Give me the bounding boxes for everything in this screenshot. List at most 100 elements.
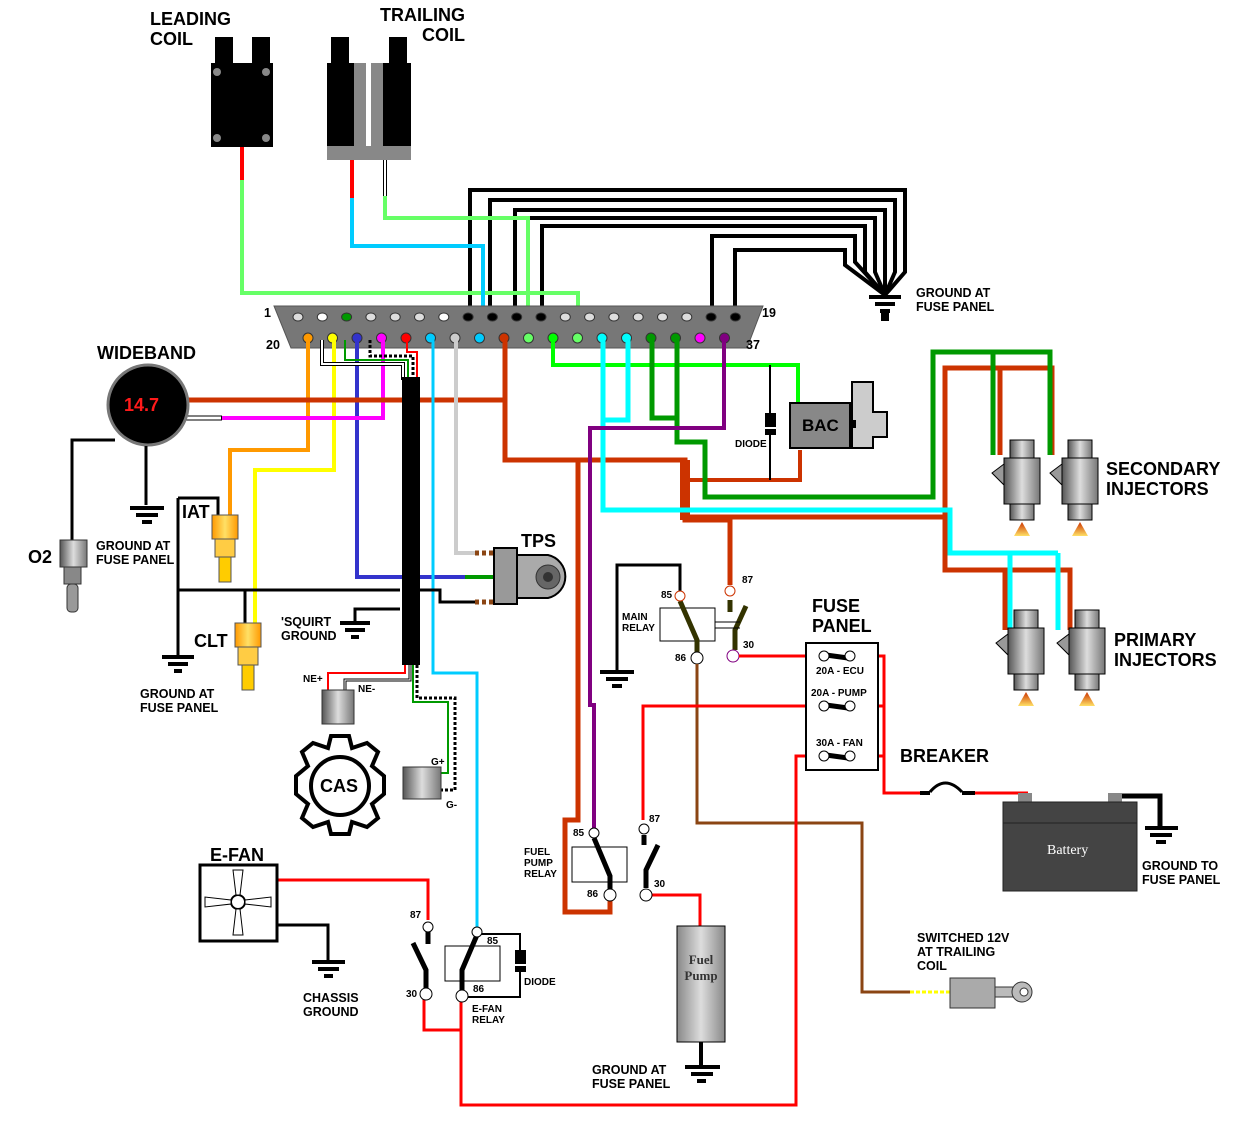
fuel-relay-pin-87: 87	[649, 814, 661, 825]
connector-pins-top	[292, 312, 741, 322]
wire-cas-bundle-shield	[368, 340, 415, 380]
connector-pin	[414, 312, 425, 322]
ne-minus-label: NE-	[358, 684, 376, 695]
connector-pin	[365, 312, 377, 322]
o2-label: O2	[28, 547, 53, 567]
iat-sensor	[211, 514, 239, 583]
connector-pin	[486, 312, 498, 322]
leading-coil	[211, 37, 273, 147]
battery-label: Battery	[1047, 843, 1089, 858]
tps-sensor	[493, 547, 567, 605]
fuse	[818, 700, 856, 712]
tps-label: TPS	[521, 531, 557, 551]
fuel-injector	[995, 609, 1045, 706]
fuel-relay-pin-30: 30	[654, 879, 666, 890]
efan-diode-label: DIODE	[524, 977, 556, 988]
fuel-injector	[1049, 439, 1099, 536]
wire-yellow-clt	[253, 340, 336, 625]
switched-12v-label: SWITCHED 12V AT TRAILING COIL	[917, 931, 1010, 973]
fuse-ecu-label: 20A - ECU	[816, 666, 864, 677]
fuse	[818, 750, 856, 762]
main-relay-pin-85: 85	[661, 590, 673, 601]
wire-pump-power	[641, 704, 820, 820]
efan-relay-pin-87: 87	[410, 910, 422, 921]
wire-cas-bundle-green	[344, 340, 409, 380]
pin-label-19: 19	[762, 306, 776, 320]
fuel-pump-relay	[571, 823, 661, 902]
wire-cyan-primary	[600, 340, 1013, 630]
efan-relay-pin-30: 30	[406, 989, 418, 1000]
connector-pin	[681, 312, 693, 322]
main-relay-pin-87: 87	[742, 575, 754, 586]
squirt-ground-label: 'SQUIRT GROUND	[281, 615, 337, 643]
clt-sensor	[234, 622, 262, 691]
primary-injectors-label: PRIMARY INJECTORS	[1114, 630, 1217, 670]
connector-pin	[729, 312, 741, 322]
main-relay	[615, 563, 749, 670]
pin-label-1: 1	[264, 306, 271, 320]
connector-pin	[511, 312, 523, 322]
iat-label: IAT	[182, 502, 210, 523]
wire-ne-plus	[327, 665, 406, 690]
wideband-label: WIDEBAND	[97, 343, 196, 363]
wire-gray-tps	[454, 340, 475, 555]
sensor-ground-symbol	[162, 655, 194, 673]
wire-purple-fuel-pump-relay	[588, 340, 726, 830]
wire-lightblue-efan-relay	[431, 340, 479, 930]
connector-pin	[389, 312, 401, 322]
connector-pin	[705, 312, 717, 322]
fuses	[818, 650, 856, 762]
ne-plus-label: NE+	[303, 674, 323, 685]
fuel-injector	[991, 439, 1041, 536]
efan-relay-pin-85: 85	[487, 936, 499, 947]
wire-orange-iat	[228, 340, 310, 520]
injectors	[991, 439, 1106, 706]
pump-ground-label: GROUND AT FUSE PANEL	[592, 1063, 671, 1091]
main-relay-pin-30: 30	[743, 640, 755, 651]
fuel-pump-relay-label: FUEL PUMP RELAY	[524, 847, 557, 880]
wire-trailing-coil-trigger	[383, 196, 530, 340]
fuse-fan-label: 30A - FAN	[816, 738, 863, 749]
chassis-ground-label: CHASSIS GROUND	[303, 991, 359, 1019]
efan-relay	[410, 921, 526, 1003]
sensor-ground-label: GROUND AT FUSE PANEL	[140, 687, 219, 715]
leading-coil-label: LEADING COIL	[150, 9, 231, 49]
fuel-relay-pin-86: 86	[587, 889, 599, 900]
connector-pin	[657, 312, 668, 322]
cas-sensor	[294, 689, 442, 836]
wire-g-minus	[415, 665, 457, 792]
connector-pin	[608, 312, 620, 322]
wire-efan-feed	[277, 878, 430, 920]
db37-connector	[273, 305, 764, 349]
connector-pin	[462, 312, 474, 322]
breaker-label: BREAKER	[900, 746, 990, 766]
efan-relay-pin-86: 86	[473, 984, 485, 995]
connector-pin	[632, 312, 644, 322]
battery	[1002, 793, 1163, 892]
efan	[198, 863, 279, 943]
wire-brown-switched	[695, 664, 910, 994]
fuse-panel-label: FUSE PANEL	[812, 596, 872, 636]
bac-diode-label: DIODE	[735, 439, 767, 450]
connector-pin	[523, 332, 534, 344]
wire-tps-ground	[420, 588, 475, 604]
connector-pin	[694, 332, 706, 344]
wire-fuel-pump-feed	[646, 893, 702, 928]
ecu-ground-bundle	[468, 188, 907, 318]
wire-ne-minus	[343, 665, 412, 690]
connector-pin	[292, 312, 304, 322]
connector-pin	[438, 312, 450, 322]
secondary-injectors-label: SECONDARY INJECTORS	[1106, 459, 1221, 499]
battery-ground-label: GROUND TO FUSE PANEL	[1142, 859, 1221, 887]
connector-pin	[474, 332, 485, 344]
fuse-pump-label: 20A - PUMP	[811, 688, 867, 699]
o2-sensor	[59, 539, 88, 613]
pin-label-20: 20	[266, 338, 280, 352]
fuse	[818, 650, 856, 662]
fuel-relay-pin-85: 85	[573, 828, 585, 839]
wire-efan-ground	[277, 923, 330, 960]
efan-label: E-FAN	[210, 845, 264, 865]
fuel-injector	[1056, 609, 1106, 706]
